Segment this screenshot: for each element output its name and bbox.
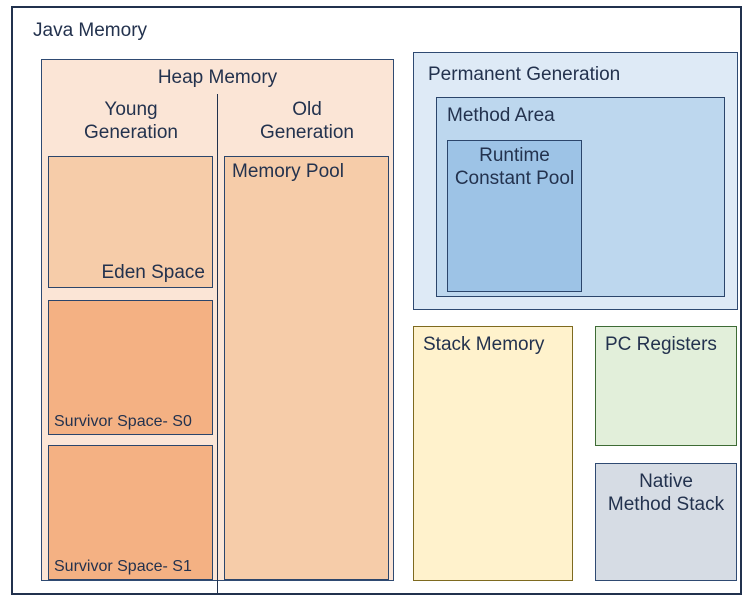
survivor-space-s0-label: Survivor Space- S0 <box>54 413 192 430</box>
heap-generation-divider <box>217 94 218 594</box>
heap-memory-title: Heap Memory <box>157 67 278 88</box>
java-memory-frame: Java Memory Heap Memory Young Generation… <box>11 6 742 595</box>
stack-memory-title: Stack Memory <box>423 334 545 355</box>
eden-space-label: Eden Space <box>101 262 205 283</box>
permanent-generation-title: Permanent Generation <box>428 64 621 85</box>
runtime-constant-pool-box: Runtime Constant Pool <box>447 140 582 292</box>
method-area-box: Method Area Runtime Constant Pool <box>436 97 725 297</box>
stack-memory-box: Stack Memory <box>413 326 573 581</box>
eden-space-box: Eden Space <box>48 156 213 288</box>
survivor-space-s1-label: Survivor Space- S1 <box>54 558 192 575</box>
young-generation-title: Young Generation <box>83 99 178 143</box>
pc-registers-box: PC Registers <box>595 326 737 446</box>
heap-memory-box: Heap Memory Young Generation Old Generat… <box>41 59 394 594</box>
native-method-stack-title: Native Method Stack <box>607 471 725 515</box>
survivor-space-s0-box: Survivor Space- S0 <box>48 300 213 435</box>
survivor-space-s1-box: Survivor Space- S1 <box>48 445 213 580</box>
method-area-title: Method Area <box>447 105 555 126</box>
pc-registers-title: PC Registers <box>605 334 717 355</box>
memory-pool-box: Memory Pool <box>224 156 389 580</box>
old-generation-title: Old Generation <box>259 99 354 143</box>
memory-pool-label: Memory Pool <box>232 161 344 182</box>
runtime-constant-pool-title: Runtime Constant Pool <box>454 145 575 189</box>
native-method-stack-box: Native Method Stack <box>595 463 737 581</box>
permanent-generation-box: Permanent Generation Method Area Runtime… <box>413 52 738 310</box>
java-memory-title: Java Memory <box>33 20 148 41</box>
